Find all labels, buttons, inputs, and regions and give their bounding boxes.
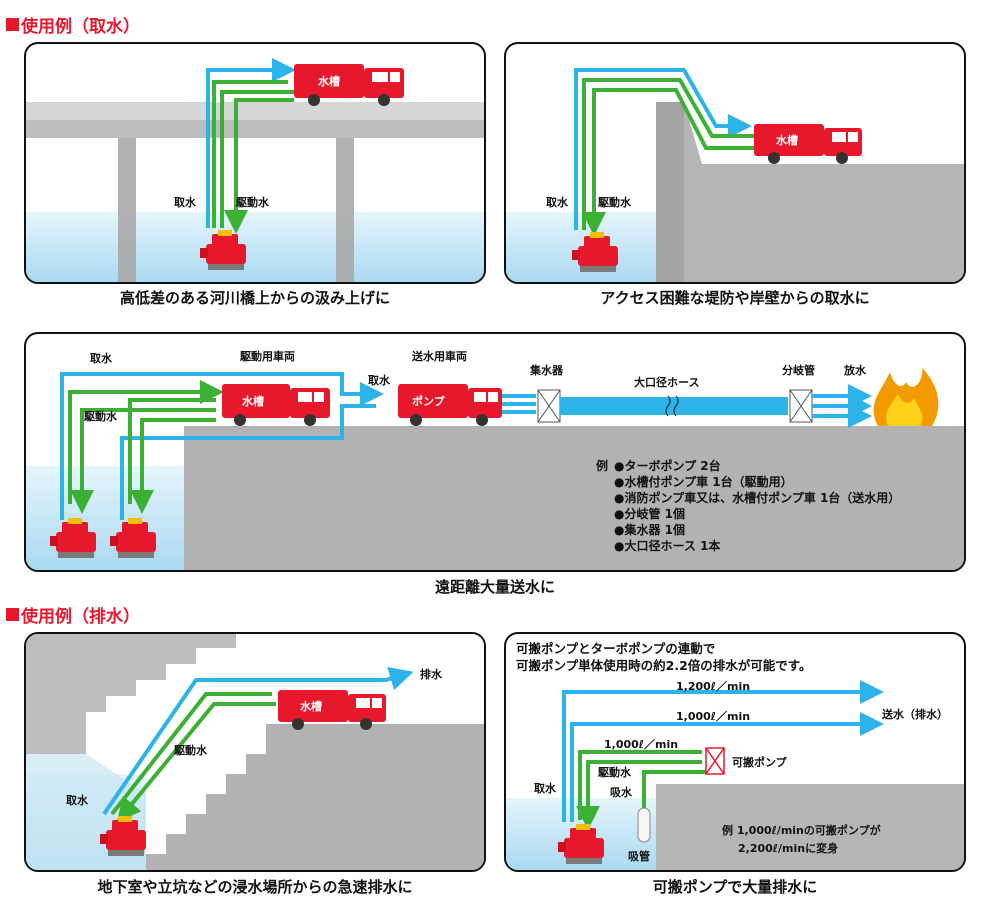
flow-1200-label: 1,200ℓ／min — [676, 680, 750, 693]
pump-label: ポンプ — [412, 394, 446, 408]
portable-pump-label: 可搬ポンプ — [732, 755, 788, 769]
branch-label: 分岐管 — [782, 363, 815, 377]
title-square-icon — [6, 608, 19, 621]
drive-vehicle-label: 駆動用車両 — [240, 349, 295, 363]
tank-truck: 水槽 — [294, 64, 404, 106]
info-text: 可搬ポンプとターボポンプの連動で 可搬ポンプ単体使用時の約2.2倍の排水が可能で… — [516, 640, 812, 674]
example-line1: 例 1,000ℓ/minの可搬ポンプが — [722, 823, 881, 837]
example-line2: 2,200ℓ/minに変身 — [738, 841, 838, 855]
tank-label: 水槽 — [776, 133, 798, 147]
intake-label: 取水 — [174, 195, 197, 209]
flow-1000-label: 1,000ℓ／min — [676, 710, 750, 723]
intake-label: 取水 — [66, 793, 89, 807]
intake-mid-label: 取水 — [368, 373, 391, 387]
panel-bridge-intake: 水槽 取水 駆動水 — [24, 42, 486, 284]
example-item: ●集水器 1個 — [614, 523, 686, 537]
section-title-drain: 使用例（排水） — [6, 602, 140, 627]
example-item: ●分岐管 1個 — [614, 507, 686, 521]
suction-pipe-label: 吸管 — [628, 849, 650, 863]
send-drain-label: 送水（排水） — [881, 707, 948, 721]
suction-pipe-icon — [637, 807, 651, 843]
panel3-caption: 遠距離大量送水に — [434, 578, 555, 596]
drive-water-label: 駆動水 — [174, 743, 208, 757]
intake-label: 取水 — [90, 351, 113, 365]
panel-basement-drain: 水槽 排水 駆動水 取水 — [24, 632, 486, 872]
tank-label: 水槽 — [242, 394, 264, 408]
panel2-caption: アクセス困難な堤防や岸壁からの取水に — [600, 289, 870, 307]
info-line-2: 可搬ポンプ単体使用時の約2.2倍の排水が可能です。 — [516, 658, 812, 673]
tank-label: 水槽 — [318, 74, 340, 88]
example-item: ●水槽付ポンプ車 1台（駆動用） — [614, 475, 793, 489]
drive-water-label: 駆動水 — [84, 409, 118, 423]
collector-label: 集水器 — [529, 363, 564, 377]
suction-label: 吸水 — [610, 785, 633, 799]
flow-1000b-label: 1,000ℓ／min — [604, 738, 678, 751]
panel4-caption: 地下室や立坑などの浸水場所からの急速排水に — [97, 878, 413, 896]
example-item: ●消防ポンプ車又は、水槽付ポンプ車 1台（送水用） — [614, 491, 901, 505]
drive-water-label: 駆動水 — [598, 195, 632, 209]
tank-label: 水槽 — [300, 699, 322, 713]
tank-truck: 水槽 — [754, 124, 862, 164]
discharge-label: 放水 — [843, 363, 867, 377]
info-line-1: 可搬ポンプとターボポンプの連動で — [516, 641, 716, 656]
panel5-caption: 可搬ポンプで大量排水に — [652, 878, 818, 896]
panel-embankment-intake: 水槽 取水 駆動水 — [504, 42, 966, 284]
panel-portable-pump: 1,200ℓ／min 1,000ℓ／min 1,000ℓ／min 送水（排水） … — [504, 632, 966, 872]
drive-water-label: 駆動水 — [598, 765, 632, 779]
drive-water-label: 駆動水 — [236, 195, 270, 209]
fire-icon — [873, 368, 939, 426]
send-vehicle-label: 送水用車両 — [411, 349, 467, 363]
drain-label: 排水 — [420, 667, 443, 681]
example-item: ●ターボポンプ 2台 — [614, 459, 721, 473]
intake-label: 取水 — [534, 781, 557, 795]
title-square-icon — [6, 18, 19, 31]
example-label: 例 — [596, 459, 609, 473]
intake-label: 取水 — [546, 195, 569, 209]
section-title-intake: 使用例（取水） — [6, 12, 140, 37]
hose-label: 大口径ホース — [634, 375, 699, 389]
panel-long-distance: 水槽 ポンプ 取水 駆動水 駆動用車両 送水用車両 — [24, 332, 966, 572]
example-item: ●大口径ホース 1本 — [614, 539, 721, 553]
example-list: 例 ●ターボポンプ 2台 ●水槽付ポンプ車 1台（駆動用） ●消防ポンプ車又は、… — [596, 458, 900, 554]
panel1-caption: 高低差のある河川橋上からの汲み上げに — [119, 289, 390, 307]
